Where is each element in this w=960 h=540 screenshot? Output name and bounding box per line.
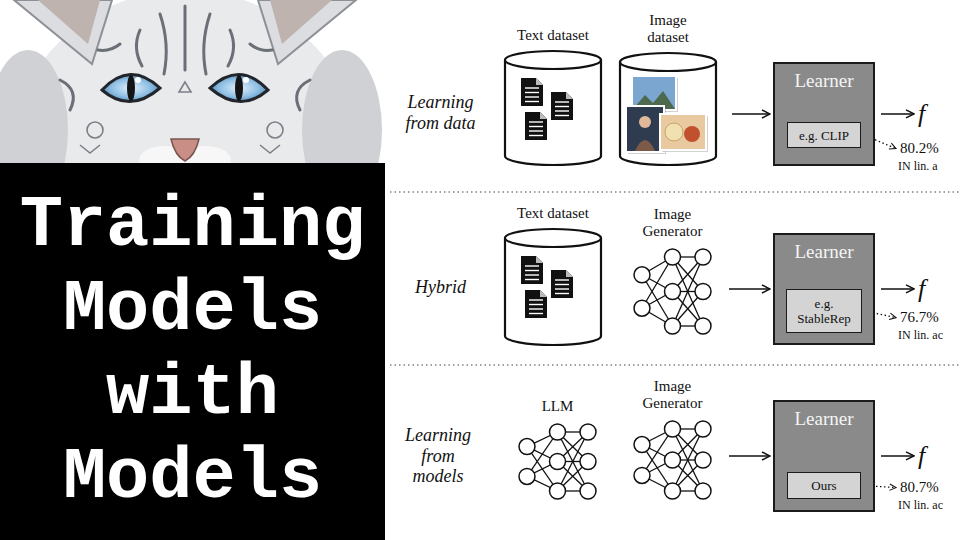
dataset-heading: Image dataset <box>637 12 699 46</box>
method-box: e.g. CLIP <box>787 122 861 148</box>
network-edges <box>642 257 703 326</box>
row-label: Hybrid <box>393 277 488 298</box>
row-label: Learning from models <box>398 425 478 487</box>
accuracy-value: 80.7% <box>900 479 939 496</box>
document-icons <box>521 256 573 318</box>
function-symbol: f <box>918 274 925 304</box>
cylinder-body <box>505 60 601 165</box>
method-name: e.g. CLIP <box>799 128 849 143</box>
model-heading: Image Generator <box>637 206 709 240</box>
network-neurons <box>519 424 596 499</box>
accuracy-value: 80.2% <box>900 140 939 157</box>
row-separator <box>390 191 960 192</box>
dataset-heading: Text dataset <box>503 205 603 222</box>
network-shape <box>515 420 600 503</box>
cylinder-body <box>505 238 601 345</box>
accuracy-value: 76.7% <box>900 309 939 326</box>
network-edges <box>527 432 588 491</box>
cat-eyes <box>102 74 268 101</box>
method-box: e.g. StableRep <box>786 289 862 333</box>
row-separator <box>390 364 960 365</box>
cylinder-shape <box>503 227 603 347</box>
photo-icons <box>626 76 708 154</box>
learner-box: Learner e.g. CLIP <box>773 62 875 166</box>
fur-stripes <box>60 6 310 110</box>
flow-arrow <box>729 288 770 290</box>
document-icons <box>521 78 573 140</box>
cylinder-top <box>620 53 716 71</box>
learner-box: Learner e.g. StableRep <box>773 233 875 345</box>
model-heading: Image Generator <box>637 378 709 412</box>
output-arrow <box>881 455 914 457</box>
dataset-cylinder: Text dataset <box>503 27 603 167</box>
flow-arrow <box>729 455 770 457</box>
cylinder-top <box>505 51 601 69</box>
learner-box: LearnerOurs <box>773 400 875 512</box>
metric-name: IN lin. a <box>898 160 938 174</box>
cylinder-top <box>505 229 601 247</box>
learner-title: Learner <box>775 402 873 430</box>
title-text: Training Models with Models <box>10 184 375 520</box>
network-icon: Image Generator <box>630 206 715 338</box>
learner-title: Learner <box>775 64 873 92</box>
function-symbol: f <box>918 99 925 129</box>
method-name: Ours <box>811 478 836 493</box>
dataset-heading: Text dataset <box>503 27 603 44</box>
dataset-cylinder: Image dataset <box>618 12 718 167</box>
dataset-cylinder: Text dataset <box>503 205 603 347</box>
network-shape <box>630 417 715 503</box>
cylinder-shape <box>618 51 718 167</box>
function-symbol: f <box>918 441 925 471</box>
row-label: Learning from data <box>393 92 488 133</box>
metric-name: IN lin. ac <box>898 499 943 513</box>
network-icon: LLM <box>515 398 600 503</box>
method-box: Ours <box>787 472 861 499</box>
network-neurons <box>634 249 711 334</box>
cat-face <box>0 0 382 165</box>
cylinder-body <box>620 62 716 165</box>
network-edges <box>642 429 703 491</box>
learner-title: Learner <box>775 235 873 263</box>
metric-name: IN lin. ac <box>898 329 943 343</box>
network-shape <box>630 245 715 338</box>
title-panel: Training Models with Models <box>0 163 385 540</box>
output-arrow <box>881 288 914 290</box>
flow-arrow <box>732 113 770 115</box>
network-icon: Image Generator <box>630 378 715 503</box>
cat-illustration <box>0 0 385 165</box>
method-name: e.g. StableRep <box>791 296 857 326</box>
network-neurons <box>634 421 711 499</box>
cylinder-shape <box>503 49 603 167</box>
output-arrow <box>881 113 914 115</box>
cat-nose <box>139 139 231 165</box>
model-heading: LLM <box>515 398 600 415</box>
